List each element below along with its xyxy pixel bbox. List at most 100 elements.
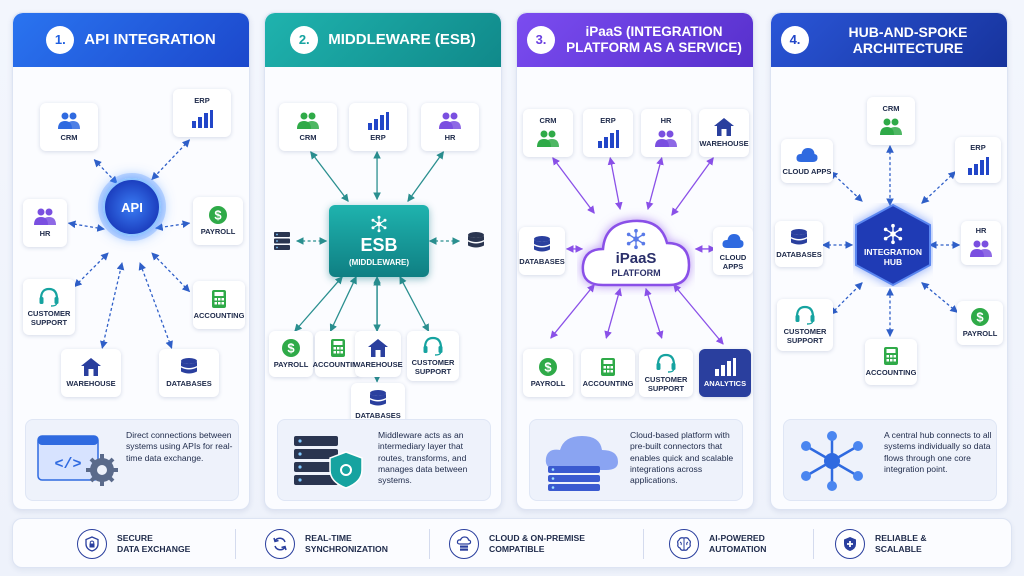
divider [643, 529, 644, 559]
panel-title: API INTEGRATION [84, 31, 216, 49]
description-box: Cloud-based platform with pre-built conn… [529, 419, 743, 501]
ipaas-connectors [550, 156, 724, 345]
node-crm: CRM [279, 103, 337, 151]
node-customer-support: CUSTOMER SUPPORT [639, 349, 693, 397]
sync-icon [265, 529, 295, 559]
divider [813, 529, 814, 559]
calculator-icon [326, 338, 350, 358]
database-icon [464, 231, 488, 251]
panel-title: HUB-AND-SPOKE ARCHITECTURE [848, 23, 968, 56]
node-customer-support: CUSTOMER SUPPORT [23, 279, 75, 335]
cloud-icon [581, 219, 691, 287]
step-number: 3. [527, 26, 555, 54]
description-text: Cloud-based platform with pre-built conn… [630, 430, 734, 486]
database-icon [366, 389, 390, 409]
feature-reliable: RELIABLE &SCALABLE [835, 519, 927, 569]
description-text: Middleware acts as an intermediary layer… [378, 430, 468, 486]
bar-chart-icon [190, 109, 214, 129]
server-left [269, 223, 295, 259]
node-databases: DATABASES [775, 221, 823, 267]
node-payroll: PAYROLL [193, 197, 243, 245]
node-hr: HR [421, 103, 479, 151]
server-shield-icon [294, 436, 363, 489]
panel-header: 4. HUB-AND-SPOKE ARCHITECTURE [771, 13, 1007, 67]
people-icon [536, 129, 560, 149]
api-diagram: API CRM ERP HR PAYROLL CUSTOMER SUPPORT … [13, 67, 249, 417]
headset-icon [654, 353, 678, 373]
api-connectors [67, 139, 191, 349]
esb-label: ESB [360, 235, 398, 255]
database-icon [787, 228, 811, 248]
network-icon [370, 215, 388, 233]
warehouse-icon [712, 117, 736, 137]
lock-shield-icon [77, 529, 107, 559]
node-crm: CRM [867, 97, 915, 145]
panel-title: MIDDLEWARE (ESB) [328, 31, 476, 49]
node-warehouse: WAREHOUSE [699, 109, 749, 157]
integration-hub: INTEGRATION HUB [853, 203, 933, 287]
ipaas-sublabel: PLATFORM [611, 268, 661, 278]
integration-icon [623, 228, 649, 250]
node-crm: CRM [40, 103, 98, 151]
bar-chart-icon [966, 156, 990, 176]
esb-box: ESB (MIDDLEWARE) [329, 205, 429, 277]
node-accounting: ACCOUNTING [193, 281, 245, 329]
cloud-icon [721, 231, 745, 251]
node-customer-support: CUSTOMER SUPPORT [777, 299, 833, 351]
esb-sublabel: (MIDDLEWARE) [349, 258, 409, 267]
dollar-icon [968, 307, 992, 327]
divider [429, 529, 430, 559]
database-icon [177, 357, 201, 377]
ipaas-label: iPaaS [615, 250, 657, 267]
headset-icon [37, 287, 61, 307]
people-icon [438, 111, 462, 131]
node-hr: HR [23, 199, 67, 247]
api-hub-label: API [121, 199, 143, 215]
database-right [463, 223, 489, 259]
headset-icon [793, 305, 817, 325]
people-icon [654, 129, 678, 149]
people-icon [969, 239, 993, 259]
esb-diagram: ESB (MIDDLEWARE) CRM ERP HR PAYROLL ACCO… [265, 67, 501, 427]
brain-icon [669, 529, 699, 559]
node-accounting: ACCOUNTING [313, 331, 363, 377]
hub-network-icon [801, 431, 863, 491]
panel-header: 1. API INTEGRATION [13, 13, 249, 67]
network-icon [882, 223, 904, 245]
people-icon [33, 207, 57, 227]
node-accounting: ACCOUNTING [865, 339, 917, 385]
ipaas-diagram: iPaaS PLATFORM CRM ERP HR WAREHOUSE DATA… [517, 67, 753, 417]
panel-ipaas: 3. iPaaS (INTEGRATION PLATFORM AS A SERV… [516, 12, 754, 510]
node-cloud-apps: CLOUD APPS [781, 139, 833, 183]
calculator-icon [879, 346, 903, 366]
node-erp: ERP [349, 103, 407, 151]
dollar-icon [279, 338, 303, 358]
feature-label: RELIABLE &SCALABLE [875, 532, 927, 554]
hub-sublabel: HUB [883, 257, 903, 267]
bar-chart-icon [366, 111, 390, 131]
node-databases: DATABASES [159, 349, 219, 397]
hub-connectors [821, 145, 961, 337]
step-number: 2. [290, 26, 319, 54]
step-number: 1. [46, 26, 75, 54]
node-cloud-apps: CLOUD APPS [713, 227, 753, 275]
hub-label: INTEGRATION [864, 247, 922, 257]
panel-title: iPaaS (INTEGRATION PLATFORM AS A SERVICE… [566, 24, 742, 55]
dollar-icon [206, 205, 230, 225]
server-icon [270, 231, 294, 251]
panel-header: 2. MIDDLEWARE (ESB) [265, 13, 501, 67]
node-warehouse: WAREHOUSE [353, 331, 403, 377]
database-icon [530, 235, 554, 255]
node-payroll: PAYROLL [957, 301, 1003, 345]
node-erp: ERP [583, 109, 633, 157]
people-icon [57, 111, 81, 131]
api-hub: API [103, 178, 161, 236]
